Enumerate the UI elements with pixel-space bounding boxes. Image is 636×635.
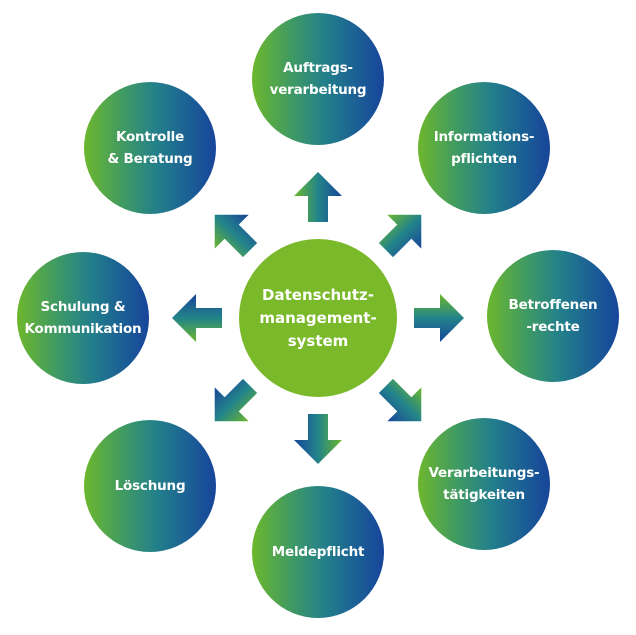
arrow-to-betroffenenrechte (414, 294, 464, 342)
arrow-to-meldepflicht (294, 414, 342, 464)
node-loeschung: Löschung (84, 420, 216, 552)
node-informationspflichten: Informations- pflichten (418, 82, 550, 214)
node-label: Schulung & Kommunikation (24, 299, 142, 337)
arrow-to-schulung-kommunikation (172, 294, 222, 342)
node-meldepflicht: Meldepflicht (252, 486, 384, 618)
arrow-to-auftragsverarbeitung (294, 172, 342, 222)
node-label: Meldepflicht (271, 544, 365, 560)
arrow-to-informationspflichten (378, 214, 422, 258)
arrow-to-kontrolle-beratung (214, 214, 258, 258)
center-node-datenschutzmanagementsystem: Datenschutz- management- system (239, 239, 397, 397)
arrow-to-loeschung (214, 378, 258, 422)
center-node-label: Datenschutz- management- system (259, 285, 377, 350)
node-schulung-kommunikation: Schulung & Kommunikation (17, 252, 149, 384)
arrow-to-verarbeitungstaetigkeiten (378, 378, 422, 422)
node-label: Betroffenen -rechte (508, 297, 598, 335)
node-label: Informations- pflichten (433, 129, 535, 167)
node-label: Kontrolle & Beratung (107, 129, 193, 167)
node-label: Auftrags- verarbeitung (269, 60, 367, 98)
node-label: Löschung (114, 478, 186, 494)
node-label: Verarbeitungs- tätigkeiten (428, 465, 540, 503)
node-auftragsverarbeitung: Auftrags- verarbeitung (252, 13, 384, 145)
node-verarbeitungstaetigkeiten: Verarbeitungs- tätigkeiten (418, 418, 550, 550)
node-betroffenenrechte: Betroffenen -rechte (487, 250, 619, 382)
node-kontrolle-beratung: Kontrolle & Beratung (84, 82, 216, 214)
